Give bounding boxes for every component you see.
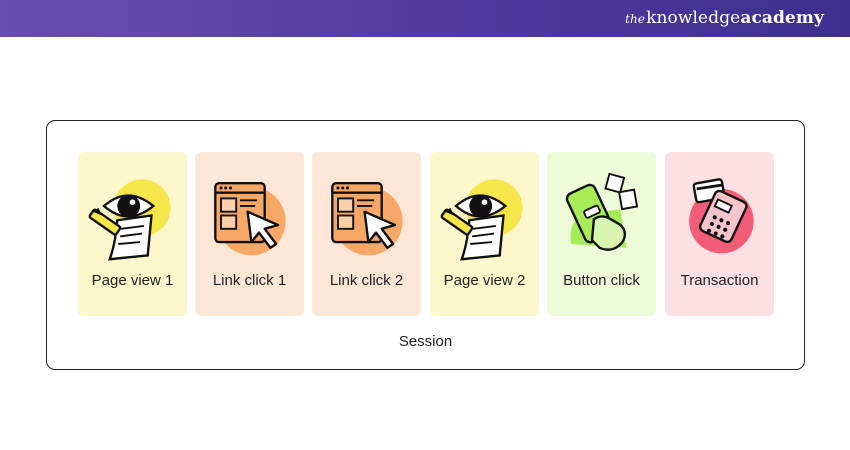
phone-tap-hand-icon (565, 172, 639, 251)
step-label: Button click (563, 272, 640, 289)
header-bar: theknowledgeacademy (0, 0, 850, 37)
step-label: Transaction (680, 272, 759, 289)
step-card-page-view-2: Page view 2 (430, 152, 539, 316)
eye-document-pencil-icon (440, 179, 523, 261)
brand-logo: theknowledgeacademy (625, 8, 824, 28)
card-payment-terminal-icon (689, 178, 754, 254)
step-card-page-view-1: Page view 1 (78, 152, 187, 316)
session-container: Page view 1 Link click 1 L (46, 120, 805, 370)
step-card-link-click-2: Link click 2 (312, 152, 421, 316)
session-label: Session (398, 333, 453, 350)
step-card-button-click: Button click (547, 152, 656, 316)
step-label: Link click 1 (212, 272, 287, 289)
step-card-link-click-1: Link click 1 (195, 152, 304, 316)
step-label: Page view 1 (91, 272, 174, 289)
step-card-transaction: Transaction (665, 152, 774, 316)
step-label: Link click 2 (329, 272, 404, 289)
eye-document-pencil-icon (88, 179, 171, 261)
step-label: Page view 2 (443, 272, 526, 289)
browser-window-cursor-icon (214, 182, 286, 256)
browser-window-cursor-icon (331, 182, 403, 256)
